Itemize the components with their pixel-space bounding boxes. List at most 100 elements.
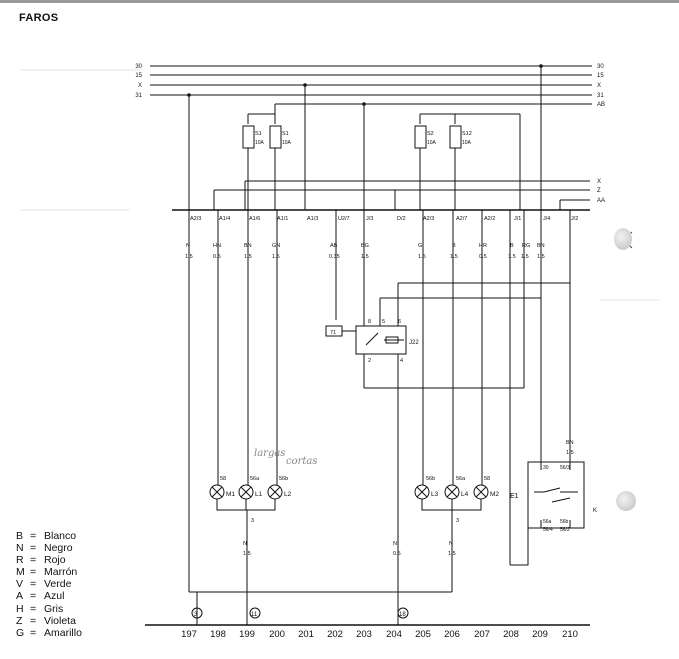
- legend-row: M=Marrón: [16, 566, 78, 579]
- legend-row: V=Verde: [16, 578, 72, 591]
- busbars: [150, 65, 592, 105]
- connector-label: A2/7: [456, 216, 467, 222]
- column-number: 206: [444, 629, 460, 640]
- svg-text:0.5: 0.5: [213, 254, 221, 260]
- svg-text:4: 4: [400, 358, 403, 364]
- connector-label: A2/3: [423, 216, 434, 222]
- relay-ref-box: 71: [325, 325, 356, 337]
- legend-code: G: [16, 626, 25, 639]
- lamp-l1: L1 56a: [238, 476, 263, 500]
- svg-text:1.5: 1.5: [566, 450, 574, 456]
- fuse-s1-b: S1 10A: [269, 125, 292, 210]
- column-number: 205: [415, 629, 431, 640]
- ground-wire-labels: N1.5 N0.5 N1.5: [243, 541, 456, 557]
- svg-text:M1: M1: [226, 491, 235, 498]
- fuse-s12: S12 10A: [449, 125, 472, 210]
- svg-text:58: 58: [484, 476, 490, 482]
- svg-text:L4: L4: [461, 491, 469, 498]
- svg-text:BN: BN: [566, 440, 574, 446]
- column-number: 201: [298, 629, 314, 640]
- legend-name: Amarillo: [44, 626, 82, 639]
- legend-code: V: [16, 578, 24, 591]
- wire-labels: N1.5 HN0.5 BN1.5 GN1.5 AB0.35 BG1.5 G1.5…: [185, 243, 545, 260]
- page-title: FAROS: [19, 12, 59, 24]
- bus-label-right: 30: [597, 64, 604, 70]
- column-number: 204: [386, 629, 402, 640]
- svg-text:HR: HR: [479, 243, 487, 249]
- fuses: S1 10A S1 10A S2 10A S12 10A: [242, 125, 472, 210]
- svg-text:J22: J22: [409, 340, 419, 346]
- lamp-m1: M1 58: [209, 476, 235, 500]
- connector-label: A1/4: [219, 216, 230, 222]
- column-number: 199: [239, 629, 255, 640]
- connector-label: J/2: [571, 216, 578, 222]
- svg-text:1.5: 1.5: [272, 254, 280, 260]
- svg-text:BG: BG: [361, 243, 369, 249]
- bus-label-right: 15: [597, 73, 604, 79]
- lamp-l2: L2 56b: [267, 476, 292, 500]
- bus-drops: [188, 66, 542, 210]
- svg-text:1.5: 1.5: [243, 551, 251, 557]
- bus-label-left: 15: [135, 73, 142, 79]
- svg-text:RG: RG: [522, 243, 530, 249]
- svg-text:M2: M2: [490, 491, 499, 498]
- svg-text:X: X: [597, 179, 601, 185]
- connector-label: A2/3: [190, 216, 201, 222]
- legend-code: Z: [16, 614, 23, 627]
- connector-label: U2/7: [338, 216, 350, 222]
- legend-name: Gris: [44, 602, 64, 615]
- handwritten-note-largas: largas: [254, 448, 286, 459]
- svg-text:3: 3: [456, 518, 459, 524]
- svg-text:10A: 10A: [255, 140, 265, 146]
- svg-text:S12: S12: [462, 131, 472, 137]
- legend-row: B=Blanco: [16, 530, 77, 542]
- svg-text:3: 3: [251, 518, 254, 524]
- svg-text:HN: HN: [213, 243, 221, 249]
- scan-top-border: [0, 0, 679, 3]
- svg-text:2: 2: [368, 358, 371, 364]
- svg-text:56b: 56b: [560, 519, 569, 525]
- legend-row: R=Rojo: [16, 554, 66, 567]
- column-number: 197: [181, 629, 197, 640]
- svg-text:GN: GN: [272, 243, 280, 249]
- svg-text:1.5: 1.5: [361, 254, 369, 260]
- connector-label: J/4: [543, 216, 550, 222]
- scan-noise: [20, 69, 660, 301]
- lamp-m2: M2 58: [473, 476, 499, 500]
- connector-label: A2/2: [484, 216, 495, 222]
- ground-lines: [145, 591, 590, 626]
- svg-text:L1: L1: [255, 491, 263, 498]
- bus-label-right: X: [597, 83, 601, 89]
- svg-text:56a: 56a: [543, 519, 552, 525]
- legend-code: H: [16, 602, 24, 615]
- svg-text:S1: S1: [255, 131, 262, 137]
- connector-labels: A2/3 A1/4 A1/6 A1/1 A1/3 U2/7 J/3 D/2 A2…: [190, 216, 578, 222]
- legend-code: M: [16, 566, 25, 579]
- legend-row: N=Negro: [16, 542, 73, 555]
- column-number: 208: [503, 629, 519, 640]
- legend-code: R: [16, 554, 24, 567]
- legend-code: N: [16, 542, 24, 555]
- column-number: 200: [269, 629, 285, 640]
- svg-text:1.5: 1.5: [450, 254, 458, 260]
- legend-code: B: [16, 530, 24, 542]
- svg-text:1.5: 1.5: [508, 254, 516, 260]
- svg-text:L2: L2: [284, 491, 292, 498]
- connector-label: A1/3: [307, 216, 318, 222]
- legend-row: H=Gris: [16, 602, 64, 615]
- svg-text:56/4: 56/4: [543, 527, 553, 533]
- svg-text:11: 11: [251, 612, 258, 618]
- ground-refs: 3 11 18: [191, 607, 409, 619]
- handwritten-note-cortas: cortas: [286, 456, 318, 467]
- column-number: 203: [356, 629, 372, 640]
- legend-name: Verde: [44, 578, 72, 591]
- legend-row: Z=Violeta: [16, 614, 76, 627]
- svg-text:AA: AA: [597, 198, 605, 204]
- svg-text:1.5: 1.5: [448, 551, 456, 557]
- binder-hole: [614, 228, 632, 250]
- column-number: 202: [327, 629, 343, 640]
- svg-text:N: N: [393, 541, 397, 547]
- svg-text:1.5: 1.5: [521, 254, 529, 260]
- svg-text:56a: 56a: [250, 476, 260, 482]
